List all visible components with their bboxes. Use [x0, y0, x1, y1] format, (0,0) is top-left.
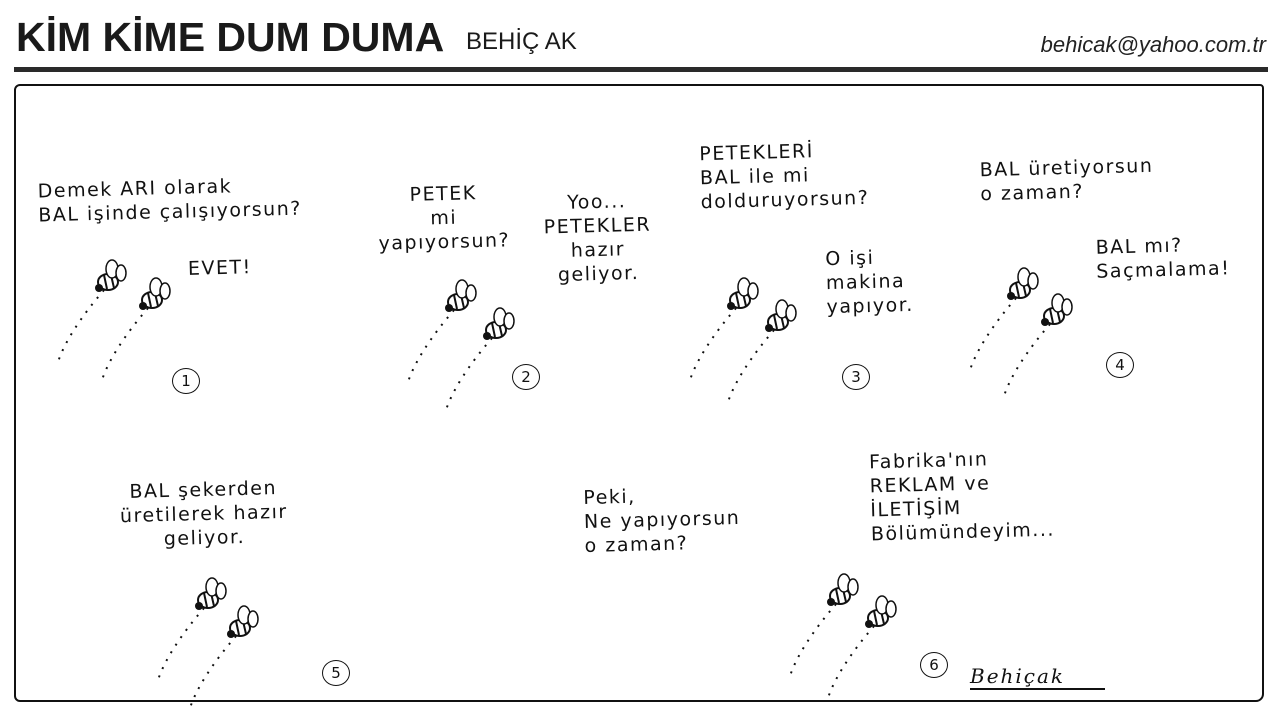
artist-signature: Behiçak [970, 664, 1106, 690]
panel5-speech-a: BAL şekerden üretilerek hazır geliyor. [119, 477, 288, 551]
panel1-speech-b: EVET! [187, 256, 253, 280]
panel2-number: 2 [512, 364, 540, 390]
bee-icon [789, 573, 859, 677]
panel4-speech-a: BAL üretiyorsun o zaman? [979, 154, 1154, 206]
panel6-speech-a: Peki, Ne yapıyorsun o zaman? [583, 485, 741, 558]
bee-icon [407, 279, 477, 383]
bee-icon [827, 595, 897, 699]
panel2-speech-a: PETEK mi yapıyorsun? [378, 182, 511, 255]
panel2-speech-b: Yoo... PETEKLER hazır geliyor. [543, 190, 652, 287]
panel6-number: 6 [920, 652, 948, 678]
author-email: behicak@yahoo.com.tr [1040, 32, 1266, 57]
author-name: BEHİÇ AK [466, 28, 577, 55]
bee-icon [727, 299, 797, 403]
bee-icon [969, 267, 1039, 371]
comic-frame [14, 84, 1264, 702]
panel5-number: 5 [322, 660, 350, 686]
header-divider [14, 67, 1268, 72]
comic-title: KİM KİME DUM DUMA [16, 14, 445, 60]
panel3-number: 3 [842, 364, 870, 390]
bee-icon [445, 307, 515, 411]
panel4-speech-b: BAL mı? Saçmalama! [1095, 234, 1231, 283]
bee-icon [57, 259, 127, 363]
bee-icon [189, 605, 259, 709]
bee-icon [1003, 293, 1073, 397]
bee-icon [157, 577, 227, 681]
bee-icon [101, 277, 171, 381]
bee-icon [689, 277, 759, 381]
panel3-speech-b: O işi makina yapıyor. [825, 246, 915, 319]
panel1-number: 1 [172, 368, 200, 394]
panel1-speech-a: Demek ARI olarak BAL işinde çalışıyorsun… [37, 175, 303, 227]
panel6-speech-b: Fabrika'nın REKLAM ve İLETİŞİM Bölümünde… [868, 448, 1056, 546]
panel3-speech-a: PETEKLERİ BAL ile mi dolduruyorsun? [699, 140, 870, 214]
panel4-number: 4 [1106, 352, 1134, 378]
